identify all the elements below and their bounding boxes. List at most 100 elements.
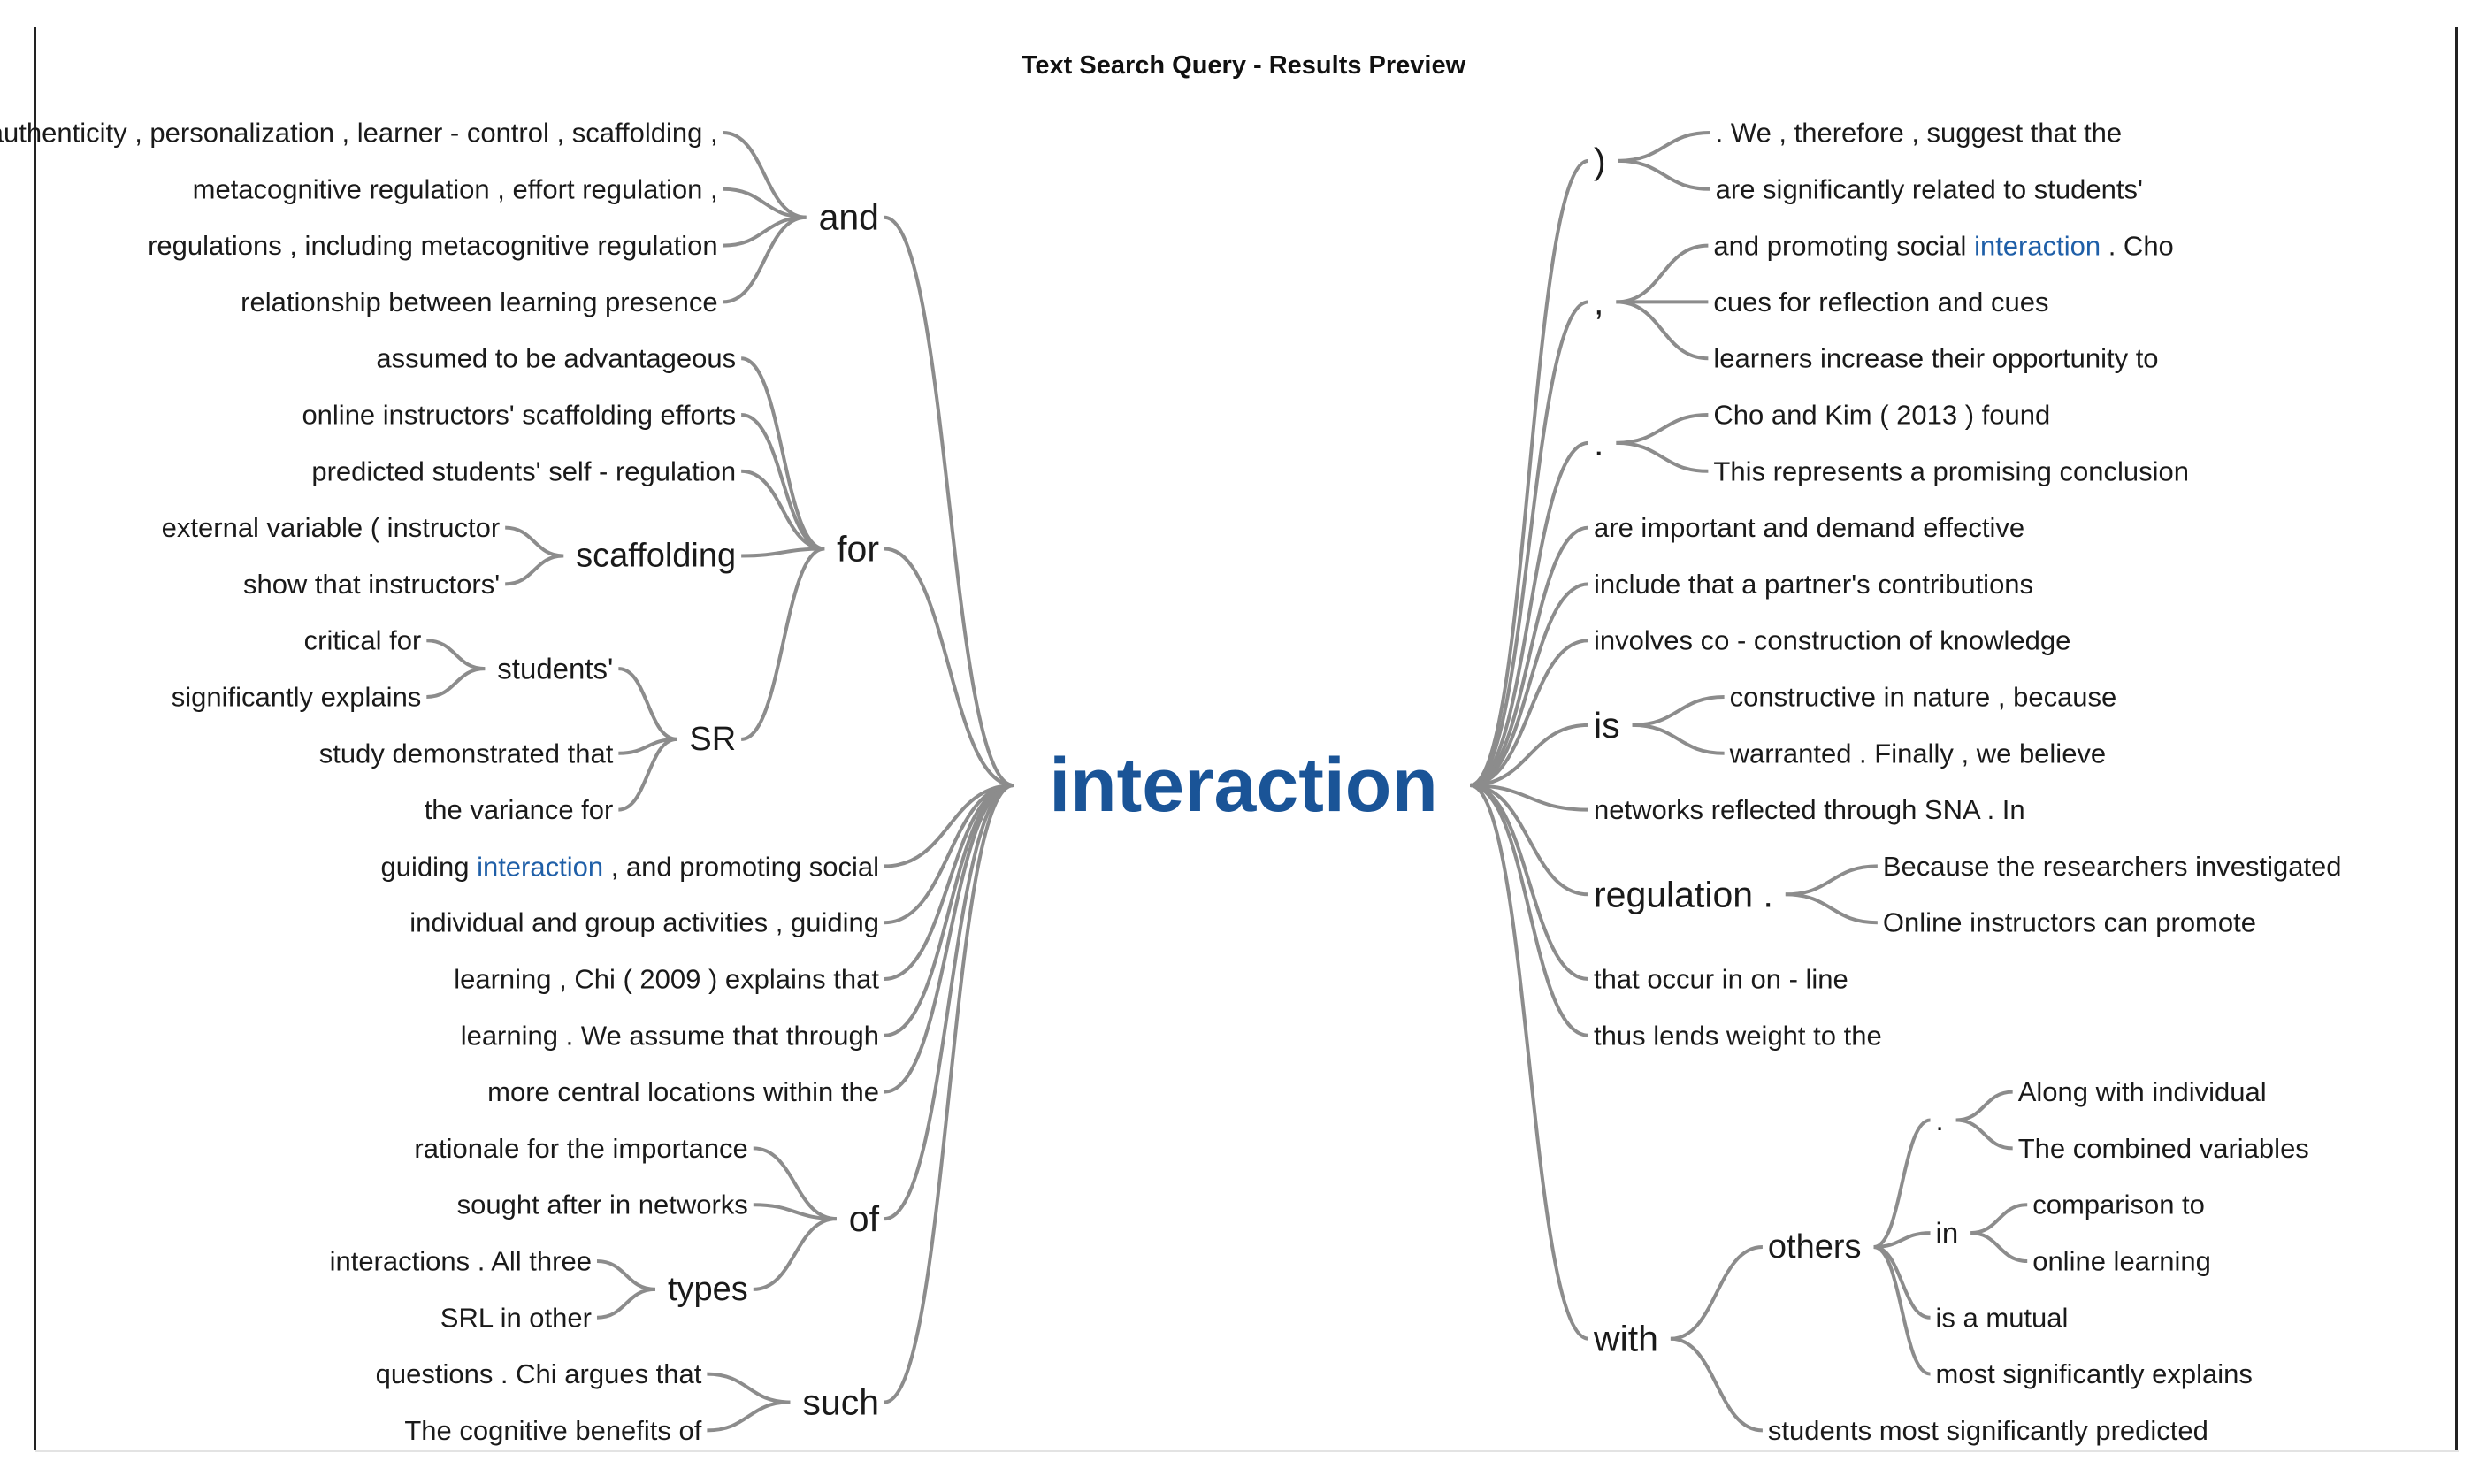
right-phrase-thus-lends-weight-to-the: thus lends weight to the <box>1594 1020 1882 1051</box>
branch-connector <box>1632 695 1725 727</box>
right-phrase-comparison-to: comparison to <box>2032 1189 2205 1220</box>
right-branch-others: others <box>1768 1228 1862 1266</box>
left-phrase-external-variable-instructor: external variable ( instructor <box>162 512 501 543</box>
right-branch-punct: . <box>1936 1104 1944 1136</box>
left-phrase-learning-chi-2009-explains-that: learning , Chi ( 2009 ) explains that <box>454 964 879 995</box>
right-phrase-that-occur-in-on-line: that occur in on - line <box>1594 964 1848 995</box>
branch-connector <box>884 784 1014 1094</box>
word-tree-branches <box>426 131 2028 1433</box>
left-branch-students: students' <box>497 653 613 685</box>
branch-connector <box>1469 784 1589 981</box>
branch-connector <box>753 1203 837 1221</box>
branch-connector <box>1469 158 1589 787</box>
branch-connector <box>1632 723 1725 755</box>
branch-connector <box>618 737 677 812</box>
right-phrase-cues-for-reflection-and-cues: cues for reflection and cues <box>1713 287 2048 317</box>
phrase-text: and promoting social <box>1713 230 1974 261</box>
branch-connector <box>596 1259 656 1291</box>
branch-connector <box>884 784 1014 925</box>
branch-connector <box>505 554 564 586</box>
branch-connector <box>1785 892 1878 925</box>
left-phrase-online-instructors-scaffolding-e: online instructors' scaffolding efforts <box>302 400 736 431</box>
right-phrase-online-instructors-can-promote: Online instructors can promote <box>1883 907 2256 938</box>
left-phrase-relationship-between-learning-pr: relationship between learning presence <box>241 287 717 317</box>
branch-connector <box>753 1146 837 1221</box>
right-phrase-warranted-finally-we-believe: warranted . Finally , we believe <box>1729 738 2107 769</box>
right-phrase-is-a-mutual: is a mutual <box>1936 1302 2069 1333</box>
keyword-highlight: interaction <box>1974 230 2101 261</box>
right-branch-regulation: regulation . <box>1594 874 1773 914</box>
branch-connector <box>1469 300 1589 787</box>
left-phrase-significantly-explains: significantly explains <box>172 682 422 713</box>
branch-connector <box>1785 864 1878 897</box>
left-phrase-srl-in-other: SRL in other <box>440 1302 592 1333</box>
branch-connector <box>618 667 677 741</box>
branch-connector <box>1469 784 1589 897</box>
branch-connector <box>1469 784 1589 1037</box>
right-branch-punct: . <box>1594 423 1603 463</box>
left-branch-sr: SR <box>689 721 736 758</box>
branch-connector <box>1469 723 1589 787</box>
left-phrase-more-central-locations-within-th: more central locations within the <box>487 1076 879 1107</box>
left-phrase-authenticity-personalization-lea: ( authenticity , personalization , learn… <box>0 118 718 149</box>
right-phrase-networks-reflected-through-sna-i: networks reflected through SNA . In <box>1594 794 2025 825</box>
right-phrase-the-combined-variables: The combined variables <box>2018 1133 2309 1164</box>
left-phrase-metacognitive-regulation-effort-: metacognitive regulation , effort regula… <box>193 173 718 204</box>
branch-connector <box>1618 158 1710 191</box>
branch-connector <box>1970 1203 2028 1235</box>
left-phrase-the-cognitive-benefits-of: The cognitive benefits of <box>404 1415 701 1446</box>
branch-connector <box>426 639 486 671</box>
branch-connector <box>1670 1336 1764 1433</box>
branch-connector <box>1616 300 1709 361</box>
root-keyword: interaction <box>1049 743 1438 828</box>
panel-bottom-border <box>35 1450 2459 1452</box>
branch-connector <box>1873 1118 1932 1250</box>
left-phrase-show-that-instructors: show that instructors' <box>243 569 500 600</box>
branch-connector <box>723 215 807 304</box>
right-phrase-because-the-researchers-investig: Because the researchers investigated <box>1883 851 2342 882</box>
right-phrase-cho-and-kim-2013-found: Cho and Kim ( 2013 ) found <box>1713 400 2050 431</box>
branch-connector <box>884 784 1014 1221</box>
left-phrase-individual-and-group-activities-: individual and group activities , guidin… <box>409 907 879 938</box>
left-branch-scaffolding: scaffolding <box>576 538 736 575</box>
right-branch-punct: , <box>1594 281 1603 322</box>
branch-connector <box>741 547 825 558</box>
left-phrase-the-variance-for: the variance for <box>425 794 614 825</box>
keyword-highlight: interaction <box>477 851 603 882</box>
branch-connector <box>1616 413 1709 445</box>
right-phrase-students-most-significantly-pred: students most significantly predicted <box>1768 1415 2208 1446</box>
branch-connector <box>740 413 825 551</box>
branch-connector <box>1469 582 1589 787</box>
branch-connector <box>426 667 486 699</box>
right-phrase-we-therefore-suggest-that-the: . We , therefore , suggest that the <box>1716 118 2123 149</box>
left-branch-and: and <box>819 197 879 238</box>
branch-connector <box>1469 525 1589 787</box>
left-phrase-rationale-for-the-importance: rationale for the importance <box>414 1133 747 1164</box>
branch-connector <box>1873 1231 1931 1250</box>
phrase-text: . Cho <box>2101 230 2174 261</box>
branch-connector <box>753 1217 837 1291</box>
left-phrase-regulations-including-metacognit: regulations , including metacognitive re… <box>148 230 718 261</box>
branch-connector <box>1616 440 1709 473</box>
branch-connector <box>1955 1090 2013 1122</box>
branch-connector <box>740 356 825 551</box>
right-branch-is: is <box>1594 705 1620 746</box>
branch-connector <box>740 547 825 741</box>
right-phrase-learners-increase-their-opportun: learners increase their opportunity to <box>1713 343 2158 374</box>
left-phrase-assumed-to-be-advantageous: assumed to be advantageous <box>376 343 736 374</box>
branch-connector <box>884 784 1014 1404</box>
branch-connector <box>1970 1231 2028 1263</box>
left-branch-of: of <box>849 1198 880 1239</box>
panel-right-border <box>2455 27 2458 1450</box>
branch-connector <box>1955 1118 2013 1151</box>
right-phrase-along-with-individual: Along with individual <box>2018 1076 2267 1107</box>
left-phrase-critical-for: critical for <box>304 625 422 656</box>
right-phrase-are-significantly-related-to-stu: are significantly related to students' <box>1716 173 2143 204</box>
preview-title: Text Search Query - Results Preview <box>1021 51 1466 80</box>
right-phrase-involves-co-construction-of-know: involves co - construction of knowledge <box>1594 625 2070 656</box>
branch-connector <box>1873 1245 1932 1376</box>
right-branch-with: with <box>1593 1319 1658 1359</box>
left-phrase-questions-chi-argues-that: questions . Chi argues that <box>376 1358 702 1389</box>
